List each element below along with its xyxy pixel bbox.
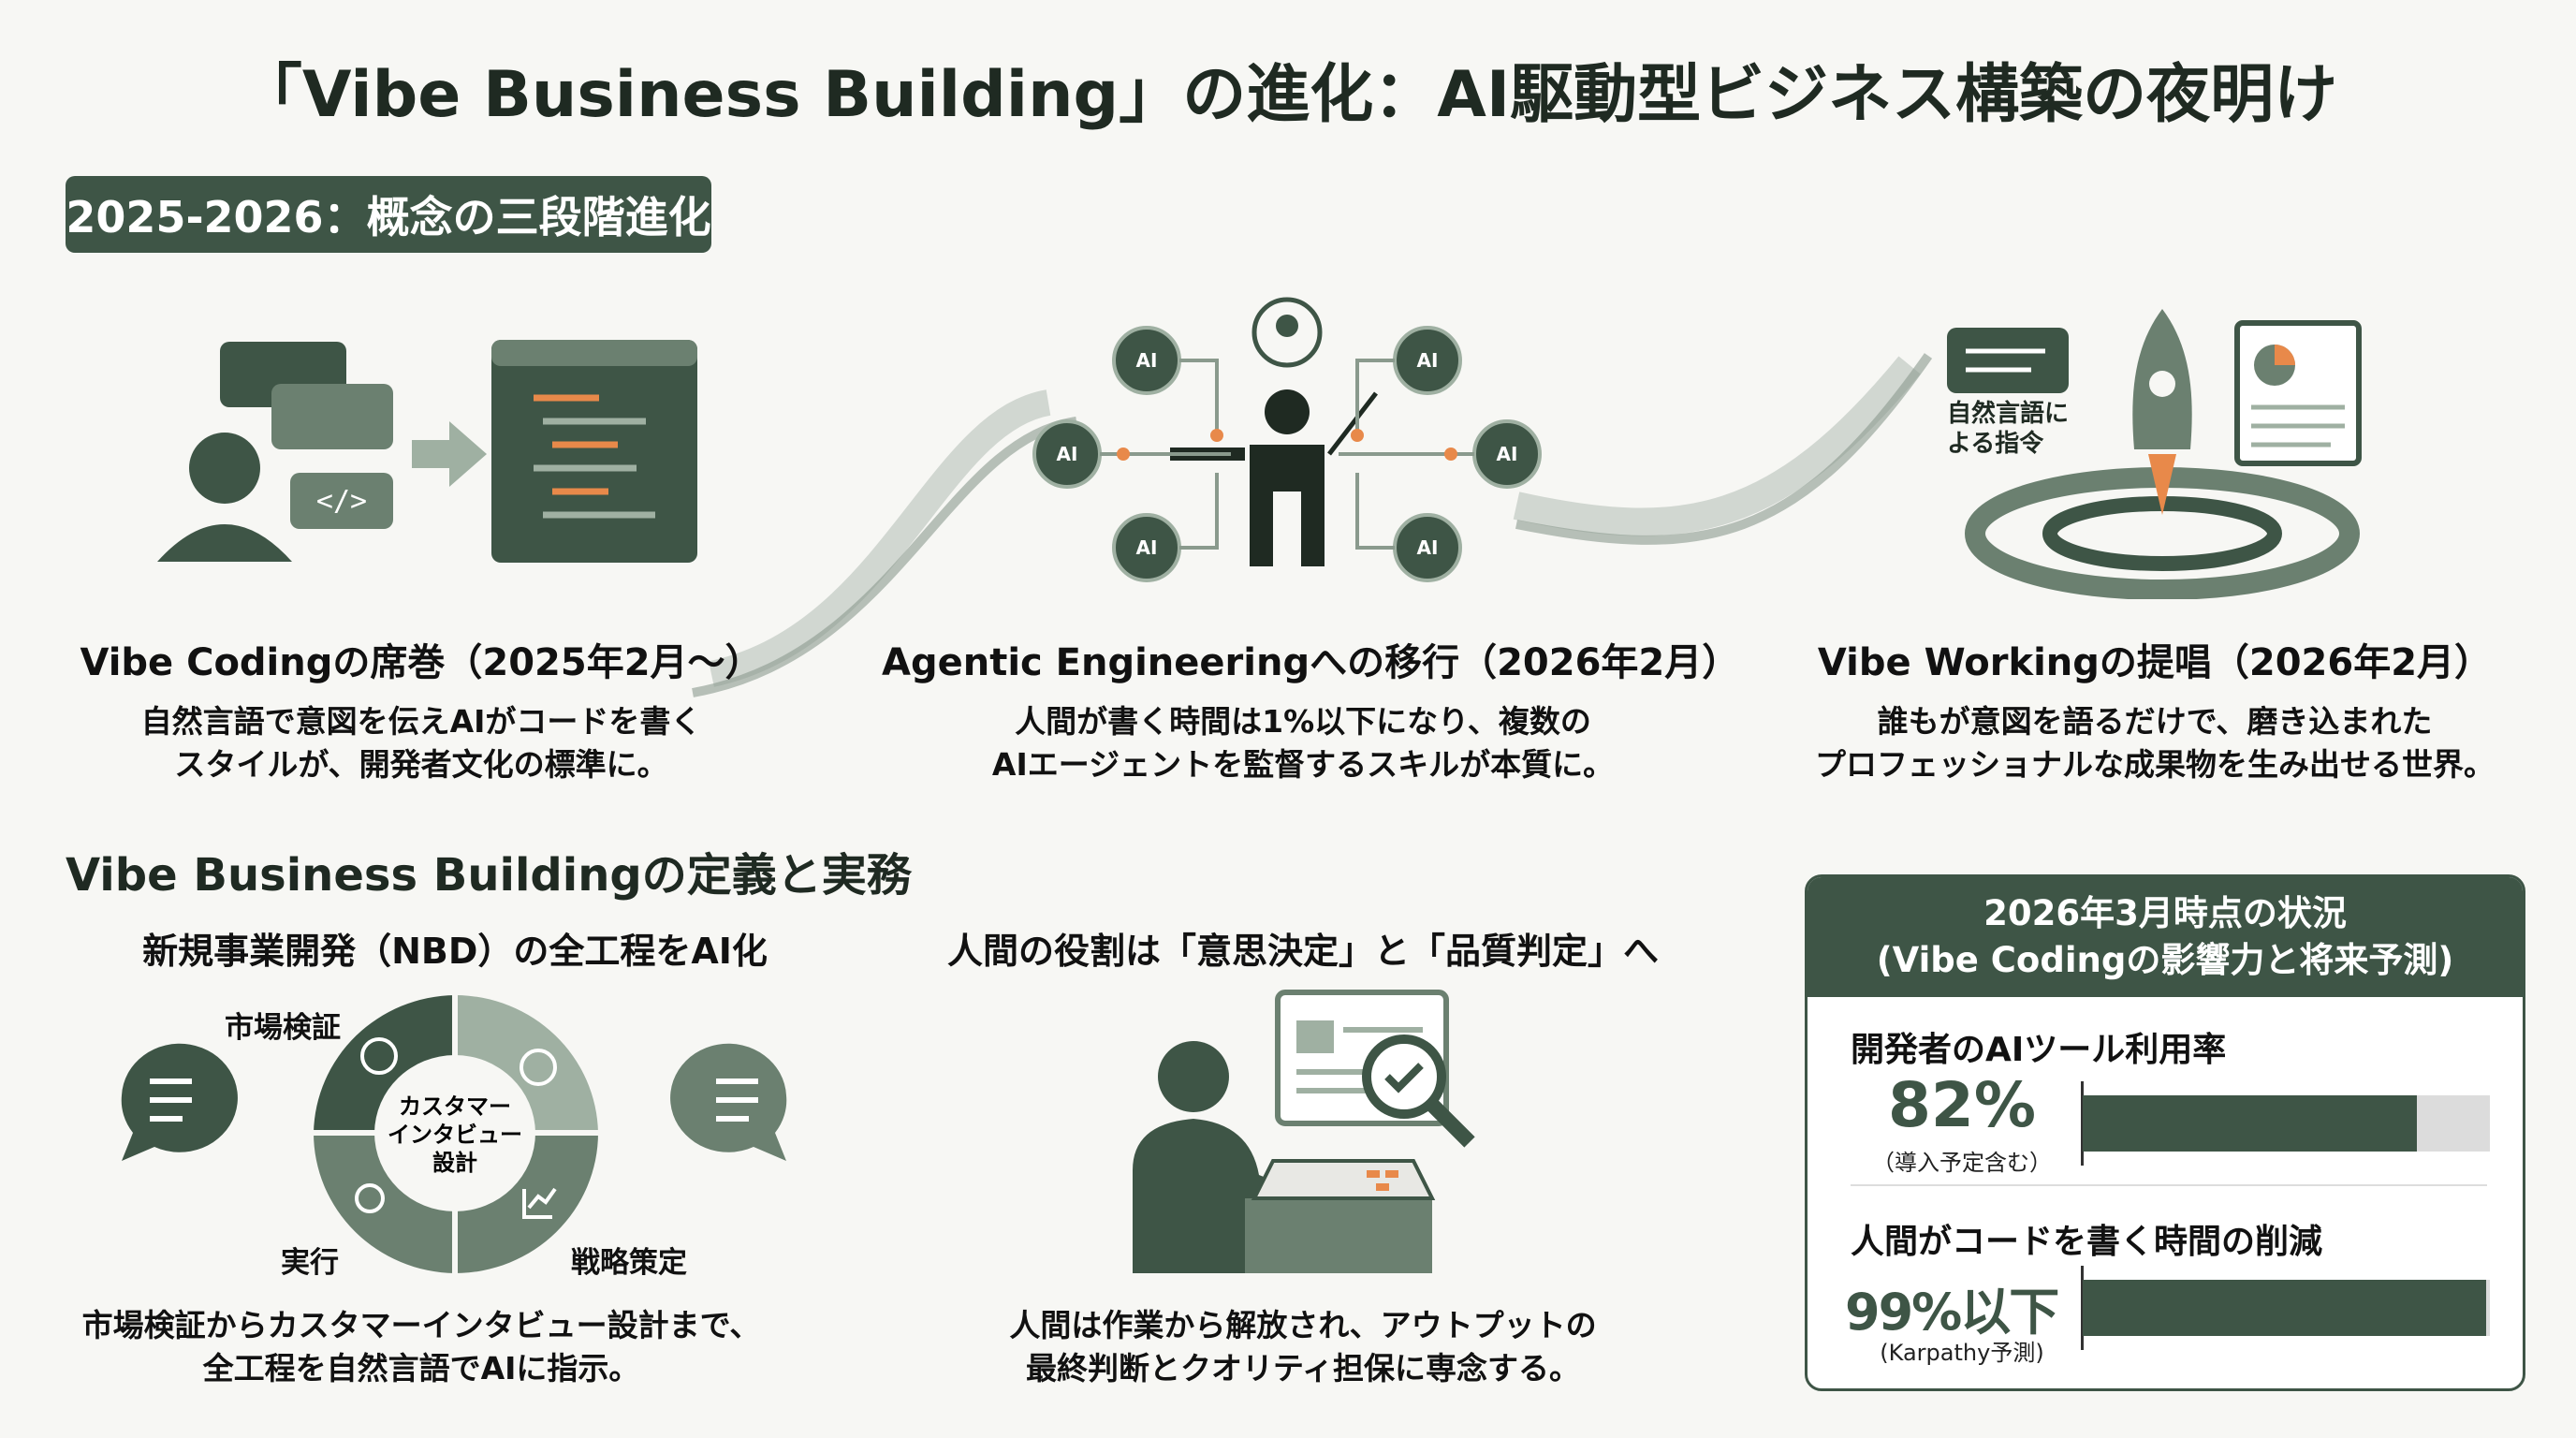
desc-line: 全工程を自然言語でAIに指示。 (202, 1350, 640, 1387)
metric-2-label: 人間がコードを書く時間の削減 (1851, 1223, 2323, 1261)
label-strategy: 戦略策定 (571, 1246, 687, 1280)
svg-text:よる指令: よる指令 (1947, 429, 2044, 458)
agent-label: AI (1136, 349, 1158, 372)
cycle-center-text: カスタマー (399, 1093, 511, 1120)
divider (1851, 1184, 2487, 1186)
metric-1-bar (2083, 1095, 2490, 1152)
desc-line: 人間が書く時間は1%以下になり、複数の (1015, 703, 1591, 740)
segment-execute (314, 1133, 455, 1273)
desc-line: 誰もが意図を語るだけで、磨き込まれた (1877, 703, 2433, 740)
svg-text:AI: AI (1057, 443, 1078, 465)
desc-line: 最終判断とクオリティ担保に専念する。 (1025, 1350, 1581, 1387)
search-icon (355, 1183, 385, 1213)
cycle-center-text: 設計 (432, 1150, 477, 1176)
nbd-cycle-diagram: カスタマー インタビュー 設計 (121, 992, 787, 1276)
phase-badge: 2025-2026：概念の三段階進化 (66, 176, 711, 253)
metric-1-note: （導入予定含む） (1872, 1150, 2052, 1176)
page-title: 「Vibe Business Building」の進化：AI駆動型ビジネス構築の… (238, 58, 2338, 132)
desc-line: 自然言語で意図を伝えAIがコードを書く (140, 703, 702, 740)
stage-1-desc: 自然言語で意図を伝えAIがコードを書くスタイルが、開発者文化の標準に。 (0, 700, 842, 786)
status-title: 2026年3月時点の状況 (1983, 893, 2347, 933)
axis-line (2081, 1081, 2084, 1166)
label-market: 市場検証 (225, 1011, 341, 1045)
segment-strategy (455, 1133, 598, 1273)
svg-text:AI: AI (1136, 536, 1158, 559)
svg-text:AI: AI (1417, 349, 1439, 372)
cycle-center-text: インタビュー (388, 1122, 522, 1148)
flow-swoosh-decoration (692, 353, 1933, 697)
conductor-ai-agents-icon: AI AI AI AI AI AI (1032, 297, 1542, 582)
metric-2-value: 99%以下 (1845, 1283, 2059, 1342)
status-panel-header: 2026年3月時点の状況 (Vibe Codingの影響力と将来予測) (1808, 877, 2523, 997)
desc-line: プロフェッショナルな成果物を生み出せる世界。 (1815, 746, 2495, 783)
desc-line: 人間は作業から解放され、アウトプットの (1009, 1307, 1597, 1343)
metric-2-fill (2083, 1280, 2486, 1336)
nbd-heading: 新規事業開発（NBD）の全工程をAI化 (142, 931, 768, 972)
axis-line (2081, 1266, 2084, 1350)
segment-interview (455, 995, 598, 1133)
magnifier-icon (1362, 1034, 1446, 1119)
status-panel: 2026年3月時点の状況 (Vibe Codingの影響力と将来予測) 開発者のA… (1805, 874, 2525, 1391)
metric-2-note: (Karpathy予測) (1880, 1340, 2044, 1366)
developer-chat-code-icon: </> (157, 340, 697, 563)
human-review-illustration (1133, 990, 1475, 1273)
bubble-text: 自然言語に (1947, 399, 2069, 428)
svg-text:</>: </> (316, 485, 367, 518)
segment-market (314, 995, 455, 1133)
stage-3-heading: Vibe Workingの提唱（2026年2月） (1817, 641, 2493, 684)
stage-2-heading: Agentic Engineeringへの移行（2026年2月） (882, 641, 1740, 684)
section-title: Vibe Business Buildingの定義と実務 (66, 849, 912, 902)
stage-3-desc: 誰もが意図を語るだけで、磨き込まれたプロフェッショナルな成果物を生み出せる世界。 (1734, 700, 2576, 786)
status-subtitle: (Vibe Codingの影響力と将来予測) (1876, 940, 2454, 980)
rocket-launch-icon: 自然言語に よる指令 (1947, 309, 2362, 599)
label-execute: 実行 (281, 1246, 339, 1280)
nbd-desc: 市場検証からカスタマーインタビュー設計まで、全工程を自然言語でAIに指示。 (0, 1304, 842, 1390)
svg-text:AI: AI (1417, 536, 1439, 559)
svg-text:AI: AI (1497, 443, 1518, 465)
desc-line: 市場検証からカスタマーインタビュー設計まで、 (81, 1307, 761, 1343)
chart-growth-icon (522, 1187, 557, 1219)
metric-1-value: 82% (1888, 1069, 2036, 1141)
check-icon (360, 1037, 398, 1075)
metric-1-fill (2083, 1095, 2417, 1152)
desc-line: スタイルが、開発者文化の標準に。 (174, 746, 668, 783)
stage-1-heading: Vibe Codingの席巻（2025年2月～） (80, 641, 763, 684)
role-heading: 人間の役割は「意思決定」と「品質判定」へ (946, 931, 1659, 972)
metric-2-bar (2083, 1280, 2490, 1336)
role-desc: 人間は作業から解放され、アウトプットの最終判断とクオリティ担保に専念する。 (882, 1304, 1724, 1390)
chat-icon (520, 1049, 557, 1086)
metric-1-label: 開発者のAIツール利用率 (1851, 1031, 2227, 1069)
stage-2-desc: 人間が書く時間は1%以下になり、複数の AIエージェントを監督するスキルが本質に。 (882, 700, 1724, 786)
desc-line: AIエージェントを監督するスキルが本質に。 (991, 746, 1615, 783)
